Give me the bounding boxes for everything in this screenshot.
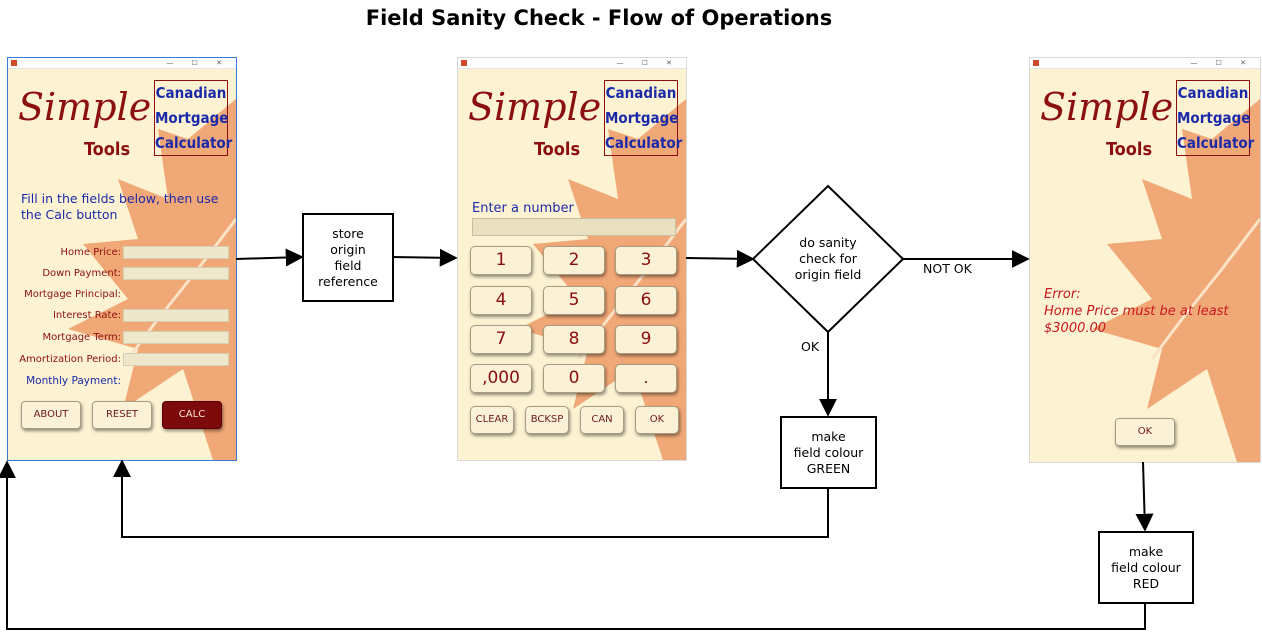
key-4[interactable]: 4 — [470, 286, 532, 315]
error-line: $3000.00 — [1044, 321, 1107, 336]
box-line: make — [1128, 543, 1164, 559]
logo-line: Mortgage — [155, 109, 229, 127]
key-5[interactable]: 5 — [543, 286, 605, 315]
maple-leaf-background — [1092, 99, 1260, 462]
key-7[interactable]: 7 — [470, 325, 532, 354]
box-line: make — [811, 428, 846, 444]
red-colour-box: make field colour RED — [1098, 531, 1194, 604]
calculator-window: — ☐ ✕ Simple Tools Canadian Mortgage Cal… — [7, 57, 237, 461]
not-ok-label: NOT OK — [923, 261, 972, 276]
app-icon — [461, 60, 467, 66]
box-line: field colour — [1111, 559, 1181, 575]
error-window: — ☐ ✕ Simple Tools Canadian Mortgage Cal… — [1029, 57, 1261, 463]
error-message: Error: Home Price must be at least $3000… — [1044, 286, 1244, 337]
logo-line: Canadian — [155, 84, 227, 102]
interest-rate-label: Interest Rate: — [52, 310, 121, 321]
key-9[interactable]: 9 — [615, 325, 677, 354]
number-display — [472, 218, 676, 236]
key-3[interactable]: 3 — [615, 246, 677, 275]
logo-line: Calculator — [605, 134, 683, 152]
box-line: GREEN — [806, 460, 851, 476]
arrow-green-return — [113, 459, 829, 538]
title-bar: — ☐ ✕ — [1030, 58, 1260, 69]
green-colour-box: make field colour GREEN — [780, 416, 877, 489]
error-line: Home Price must be at least — [1044, 304, 1229, 319]
ok-button[interactable]: OK — [635, 406, 679, 434]
logo-simple: Simple — [1040, 85, 1174, 129]
window-controls[interactable]: — ☐ ✕ — [616, 59, 680, 67]
title-bar: — ☐ ✕ — [8, 58, 236, 69]
instructions-text: Fill in the fields below, then use the C… — [21, 191, 219, 222]
logo-line: Calculator — [155, 134, 233, 152]
mortgage-term-field[interactable] — [123, 331, 229, 344]
window-controls[interactable]: — ☐ ✕ — [1190, 59, 1254, 67]
key-thousands[interactable]: ,000 — [470, 364, 532, 393]
amortization-period-label: Amortization Period: — [19, 354, 121, 365]
key-0[interactable]: 0 — [543, 364, 605, 393]
arrow-keypad-to-check — [685, 249, 755, 268]
app-icon — [11, 60, 17, 66]
interest-rate-field[interactable] — [123, 309, 229, 322]
ok-label: OK — [801, 339, 820, 354]
box-line: RED — [1132, 575, 1160, 591]
amortization-period-field[interactable] — [123, 353, 229, 366]
enter-number-label: Enter a number — [472, 201, 574, 216]
arrow-error-to-red — [1135, 461, 1154, 532]
logo-line: Mortgage — [605, 109, 679, 127]
mortgage-term-label: Mortgage Term: — [42, 332, 121, 343]
key-8[interactable]: 8 — [543, 325, 605, 354]
down-payment-field[interactable] — [123, 267, 229, 280]
calc-button[interactable]: CALC — [162, 401, 222, 429]
decision-text: do sanity check for origin field — [776, 235, 880, 283]
arrow-store-to-keypad — [391, 248, 458, 267]
window-controls[interactable]: — ☐ ✕ — [166, 59, 230, 67]
home-price-label: Home Price: — [60, 247, 121, 258]
logo-tools: Tools — [1106, 139, 1153, 160]
box-line: store — [332, 225, 364, 241]
store-reference-box: store origin field reference — [302, 213, 394, 302]
error-line: Error: — [1044, 287, 1081, 302]
logo-line: Calculator — [1177, 134, 1255, 152]
logo-line: Mortgage — [1177, 109, 1251, 127]
reset-button[interactable]: RESET — [92, 401, 152, 429]
logo-calculator-box: Canadian Mortgage Calculator — [1176, 80, 1255, 156]
arrow-calc-to-store — [235, 248, 304, 267]
logo-line: Canadian — [605, 84, 677, 102]
decision-line: origin field — [794, 267, 862, 282]
box-line: reference — [318, 273, 378, 289]
title-bar: — ☐ ✕ — [458, 58, 686, 69]
clear-button[interactable]: CLEAR — [470, 406, 514, 434]
logo-calculator-box: Canadian Mortgage Calculator — [154, 80, 233, 156]
about-button[interactable]: ABOUT — [21, 401, 81, 429]
key-2[interactable]: 2 — [543, 246, 605, 275]
mortgage-principal-label: Mortgage Principal: — [24, 289, 121, 300]
app-icon — [1033, 60, 1039, 66]
logo-tools: Tools — [84, 139, 131, 160]
decision-line: do sanity — [799, 235, 857, 250]
arrow-red-return — [0, 460, 1146, 630]
logo-simple: Simple — [468, 85, 602, 129]
logo-tools: Tools — [534, 139, 581, 160]
cancel-button[interactable]: CAN — [580, 406, 624, 434]
key-decimal[interactable]: . — [615, 364, 677, 393]
key-6[interactable]: 6 — [615, 286, 677, 315]
decision-line: check for — [799, 251, 857, 266]
keypad-window: — ☐ ✕ Simple Tools Canadian Mortgage Cal… — [457, 57, 687, 461]
logo-line: Canadian — [1177, 84, 1249, 102]
box-line: field — [334, 257, 362, 273]
monthly-payment-label: Monthly Payment: — [26, 375, 121, 387]
box-line: field colour — [793, 444, 864, 460]
ok-button[interactable]: OK — [1115, 418, 1175, 446]
logo-simple: Simple — [18, 85, 152, 129]
logo-calculator-box: Canadian Mortgage Calculator — [604, 80, 683, 156]
decision-diamond — [751, 184, 905, 334]
home-price-field[interactable] — [123, 246, 229, 259]
key-1[interactable]: 1 — [470, 246, 532, 275]
diagram-title: Field Sanity Check - Flow of Operations — [365, 6, 833, 30]
box-line: origin — [330, 241, 366, 257]
down-payment-label: Down Payment: — [42, 268, 121, 279]
backspace-button[interactable]: BCKSP — [525, 406, 569, 434]
